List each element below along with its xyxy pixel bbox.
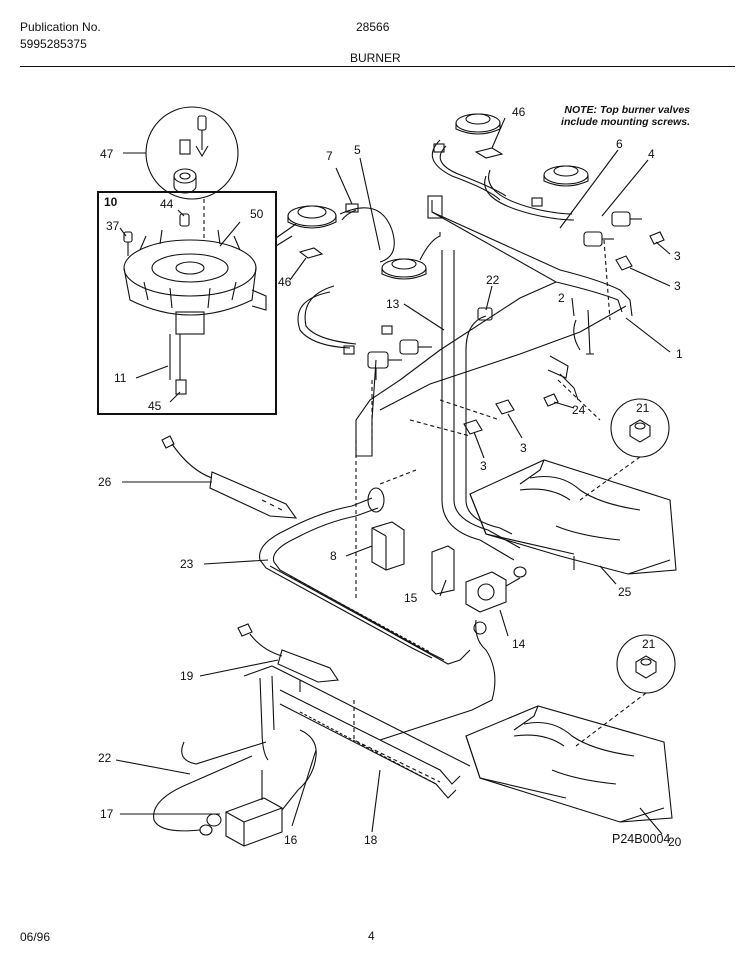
broil-burner-18 xyxy=(243,665,471,799)
callout-26: 26 xyxy=(98,475,112,489)
page-number: 4 xyxy=(368,929,375,943)
section-title: BURNER xyxy=(350,51,401,65)
callout-10: 10 xyxy=(104,195,118,209)
model-number: 28566 xyxy=(356,20,390,34)
footer-date: 06/96 xyxy=(20,930,51,944)
flame-spreader-20 xyxy=(465,705,673,823)
callout-3-c: 3 xyxy=(520,441,527,455)
callout-8: 8 xyxy=(330,549,337,563)
callout-labels: 47 10 44 50 37 11 45 46 46 7 5 6 4 3 3 3… xyxy=(98,105,683,849)
oven-burner-23 xyxy=(258,487,471,665)
detail-box-10 xyxy=(97,191,277,415)
top-burner-front-left xyxy=(381,258,427,280)
callout-18: 18 xyxy=(364,833,378,847)
top-burner-rear-left xyxy=(287,205,337,229)
callout-3-b: 3 xyxy=(674,279,681,293)
callout-45: 45 xyxy=(148,399,162,413)
callout-46-left: 46 xyxy=(278,275,292,289)
valve-front-left xyxy=(367,351,402,380)
callout-6: 6 xyxy=(616,137,623,151)
note-line-1: NOTE: Top burner valves xyxy=(564,104,690,116)
broil-valve-17 xyxy=(199,770,283,847)
callout-19: 19 xyxy=(180,669,194,683)
callout-22-upper: 22 xyxy=(486,273,500,287)
callout-46-right: 46 xyxy=(512,105,526,119)
manifold-pipe xyxy=(355,195,633,457)
note-line-2: include mounting screws. xyxy=(561,116,690,128)
valve-rear-left xyxy=(399,339,432,355)
drawing-reference-code: P24B0004 xyxy=(612,832,671,846)
callout-16: 16 xyxy=(284,833,298,847)
publication-label: Publication No. xyxy=(20,20,101,34)
callout-44: 44 xyxy=(160,197,174,211)
callout-23: 23 xyxy=(180,557,194,571)
callout-21-upper: 21 xyxy=(636,401,650,415)
igniter-19 xyxy=(237,623,339,683)
callout-13: 13 xyxy=(386,297,400,311)
publication-number: 5995285375 xyxy=(20,37,87,51)
valve-right-2 xyxy=(611,211,642,227)
note-text: NOTE: Top burner valves include mounting… xyxy=(540,104,690,128)
callout-37: 37 xyxy=(106,219,120,233)
callout-50: 50 xyxy=(250,207,264,221)
callout-5: 5 xyxy=(354,143,361,157)
callout-20: 20 xyxy=(668,835,682,849)
callout-47: 47 xyxy=(100,147,114,161)
top-burner-rear-right xyxy=(455,113,501,135)
callout-4: 4 xyxy=(648,147,655,161)
callout-15: 15 xyxy=(404,591,418,605)
callout-25: 25 xyxy=(618,585,632,599)
callout-3-d: 3 xyxy=(480,459,487,473)
callout-11: 11 xyxy=(114,371,127,385)
callout-7: 7 xyxy=(326,149,333,163)
oven-valve-14 xyxy=(465,566,527,613)
callout-21-lower: 21 xyxy=(642,637,656,651)
callout-14: 14 xyxy=(512,637,526,651)
callout-2: 2 xyxy=(558,291,565,305)
callout-24: 24 xyxy=(572,403,586,417)
flame-spreader-25 xyxy=(469,459,677,575)
top-burner-front-right xyxy=(543,165,589,187)
detail-circle-47 xyxy=(145,106,239,200)
callout-17: 17 xyxy=(100,807,114,821)
callout-1: 1 xyxy=(676,347,683,361)
header-rule xyxy=(20,66,735,67)
callout-22-lower: 22 xyxy=(98,751,112,765)
igniter-26 xyxy=(161,435,298,519)
valve-right-1 xyxy=(583,231,614,247)
callout-3-a: 3 xyxy=(674,249,681,263)
